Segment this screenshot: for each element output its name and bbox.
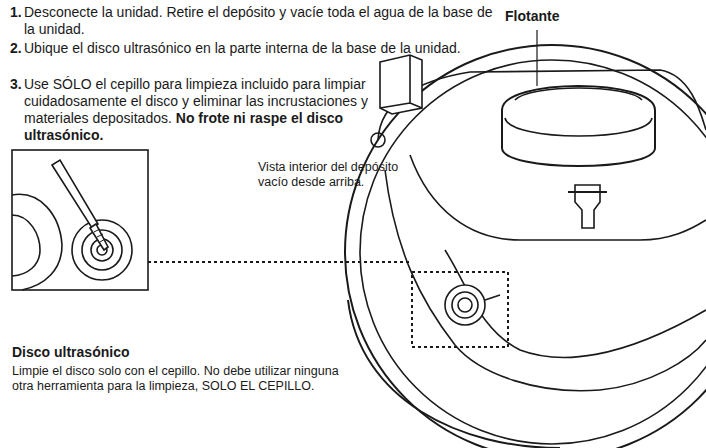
step-number: 1. (10, 4, 22, 21)
float-edge (505, 118, 652, 136)
inset-frame (12, 150, 148, 290)
brush-bristles (94, 229, 105, 242)
float (502, 86, 655, 166)
sensor-box-edge (380, 55, 422, 108)
sensor-box (380, 55, 422, 114)
dotted-leader (148, 261, 412, 263)
step-text: Desconecte la unidad. Retire el depósito… (24, 4, 494, 38)
step-number: 2. (10, 40, 22, 57)
disk-wire (485, 295, 500, 300)
section-heading: Disco ultrasónico (12, 344, 129, 361)
step-text: Ubique el disco ultrasónico en la parte … (24, 40, 494, 57)
note-text: Limpie el disco solo con el cepillo. No … (12, 364, 342, 394)
inset-disk (72, 220, 132, 280)
instruction: Ubique el disco ultrasónico en la parte … (24, 40, 461, 56)
step-text: Use SÓLO el cepillo para limpieza inclui… (24, 76, 374, 144)
inset-contour (12, 194, 62, 290)
base-inner-rim (360, 60, 706, 444)
part-label: Flotante (505, 8, 559, 25)
brush-bristles (90, 224, 108, 250)
leader-line (536, 30, 537, 86)
inner-contour (410, 155, 706, 240)
inner-contour (445, 250, 706, 357)
inner-contour (385, 170, 706, 391)
view-caption: Vista interior del depósito vacío desde … (258, 160, 408, 190)
brush-handle (52, 160, 98, 228)
ultrasonic-disk (445, 285, 485, 325)
ultrasonic-disk (458, 298, 472, 312)
instruction: Desconecte la unidad. Retire el depósito… (24, 4, 493, 37)
base-rim (345, 45, 706, 448)
small-hole (371, 133, 385, 147)
ultrasonic-disk (452, 292, 478, 318)
inset-contour (12, 215, 40, 276)
dotted-frame (412, 272, 508, 347)
float-pin (568, 191, 607, 193)
float-top (515, 88, 642, 100)
step-number: 3. (10, 76, 22, 93)
